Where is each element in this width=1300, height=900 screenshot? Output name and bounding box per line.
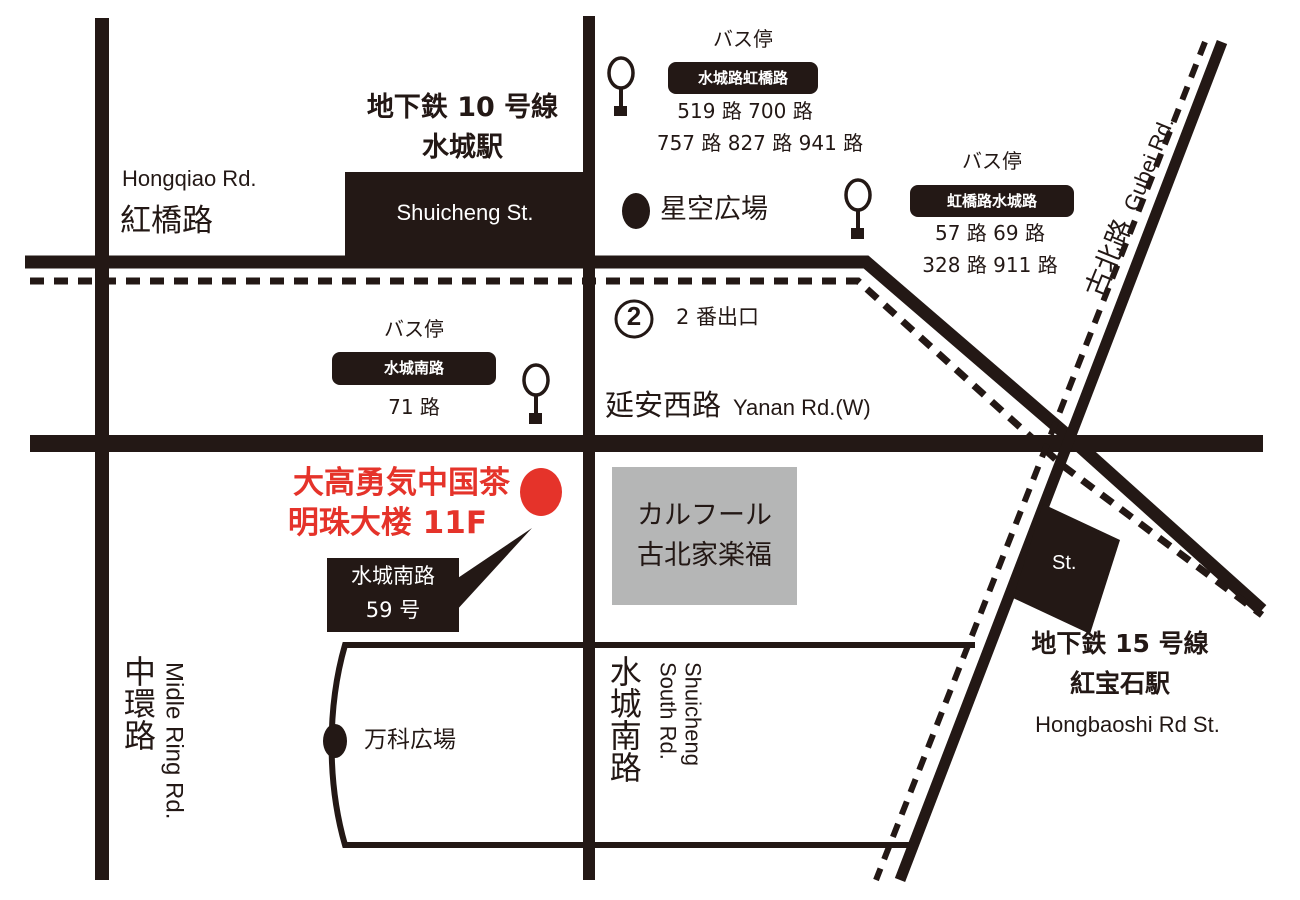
line10-title: 地下鉄 10 号線 bbox=[366, 92, 559, 123]
hongqiao-road-east bbox=[1070, 437, 1267, 615]
bus-stop-3-heading: バス停 bbox=[384, 317, 444, 341]
metro-line-15 bbox=[873, 40, 1208, 882]
bus-stop-1-name-badge: 水城路虹橋路 bbox=[668, 62, 818, 94]
carrefour-label: カルフール bbox=[637, 500, 772, 531]
shuicheng-station-sign: Shuicheng St. bbox=[396, 200, 534, 225]
bus-stop-3-name-badge: 水城南路 bbox=[332, 352, 496, 385]
shuicheng-station-box bbox=[345, 172, 585, 256]
bus-stop-icon bbox=[844, 178, 872, 239]
bus-stop-2-heading: バス停 bbox=[962, 149, 1022, 173]
line15-station-en: Hongbaoshi Rd St. bbox=[1035, 712, 1220, 737]
yanan-road-label: 延安西路 Yanan Rd.(W) bbox=[605, 388, 871, 422]
bus-stop-1-routes: 519 路 700 路 bbox=[677, 99, 813, 123]
hongqiao-road-en-label: Hongqiao Rd. bbox=[122, 166, 257, 191]
yanan-road bbox=[30, 435, 1263, 452]
yanan-road-en-label: Yanan Rd.(W) bbox=[733, 395, 871, 420]
exit-number: 2 bbox=[626, 301, 642, 331]
bus-stop-1-routes: 757 路 827 路 941 路 bbox=[656, 131, 864, 155]
destination-name: 大高勇気中国茶 bbox=[293, 465, 510, 501]
line10-station-name: 水城駅 bbox=[422, 132, 503, 163]
middle-ring-jp-label: 中環路 bbox=[119, 655, 157, 751]
vanke-dot-icon bbox=[323, 724, 347, 758]
xingkong-dot-icon bbox=[622, 193, 650, 229]
destination-address-line2: 59 号 bbox=[365, 598, 421, 622]
hongbaoshi-station-sign: St. bbox=[1052, 552, 1077, 574]
callout-pointer bbox=[440, 528, 532, 612]
destination-marker-icon bbox=[520, 468, 562, 516]
line15-title: 地下鉄 15 号線 bbox=[1031, 629, 1209, 658]
carrefour-block bbox=[612, 467, 797, 605]
bus-stop-1-heading: バス停 bbox=[713, 27, 773, 51]
bus-stop-icon bbox=[607, 56, 635, 116]
destination-building: 明珠大楼 11F bbox=[287, 505, 487, 541]
bus-stop-3-routes: 71 路 bbox=[388, 395, 440, 419]
vanke-plaza-label: 万科広場 bbox=[364, 727, 456, 753]
exit-2-label: 2 番出口 bbox=[676, 305, 760, 329]
exit-circle-icon bbox=[614, 299, 654, 339]
line15-station-name: 紅宝石駅 bbox=[1069, 669, 1170, 698]
shuicheng-south-en-label-2: South Rd. bbox=[655, 662, 681, 760]
hongqiao-road-jp-label: 紅橋路 bbox=[120, 203, 213, 239]
middle-ring-en-label: Midle Ring Rd. bbox=[160, 662, 188, 820]
address-box bbox=[327, 558, 459, 632]
yanan-road-jp-label: 延安西路 bbox=[605, 388, 722, 422]
bus-stop-icon bbox=[522, 363, 550, 424]
carrefour-label-cn: 古北家楽福 bbox=[637, 540, 772, 571]
bus-stop-2-routes: 57 路 69 路 bbox=[935, 221, 1045, 245]
bus-stop-2-routes: 328 路 911 路 bbox=[922, 253, 1058, 277]
destination-address-line1: 水城南路 bbox=[351, 564, 435, 588]
xingkong-plaza-label: 星空広場 bbox=[660, 194, 768, 225]
bus-stop-2-name-badge: 虹橋路水城路 bbox=[910, 185, 1074, 217]
hongbaoshi-station-box bbox=[1013, 504, 1120, 634]
gubei-road bbox=[894, 40, 1228, 882]
hongqiao-road bbox=[25, 255, 1080, 447]
metro-line-10 bbox=[30, 277, 1265, 618]
shuicheng-south-jp-label: 水城南路 bbox=[604, 655, 643, 783]
shuicheng-south-en-label-1: Shuicheng bbox=[680, 662, 706, 766]
